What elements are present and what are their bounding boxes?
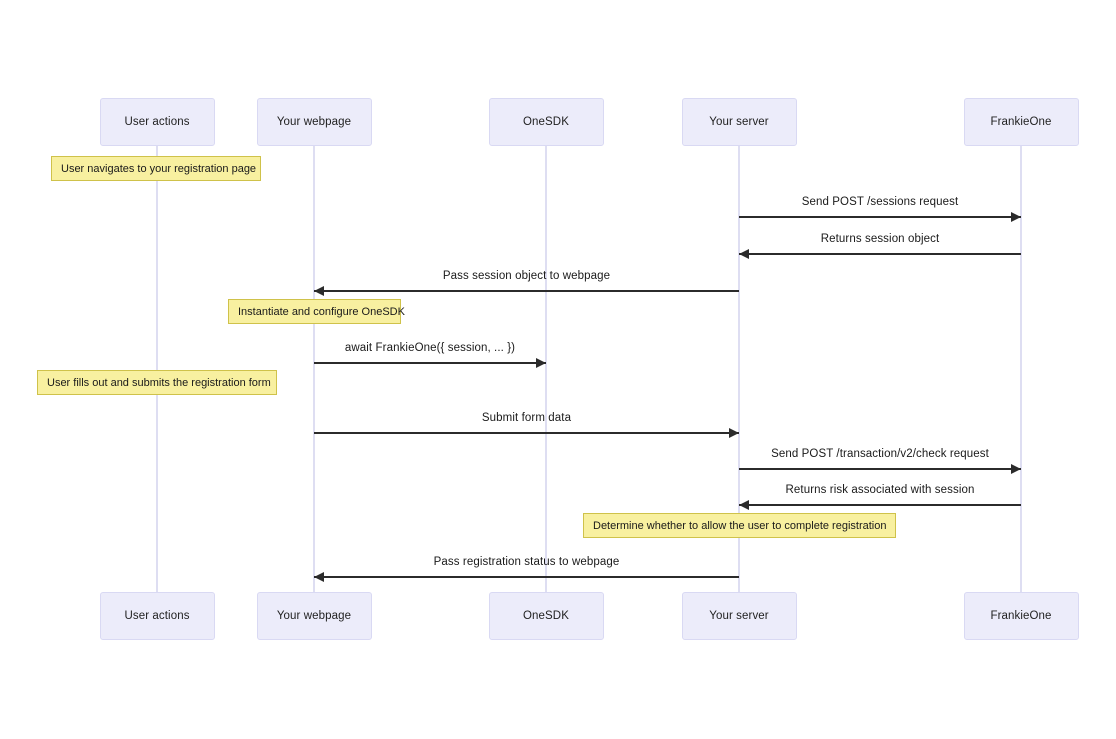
participant-label: User actions (124, 116, 190, 128)
message-line (739, 468, 1021, 470)
arrowhead-right-icon (729, 427, 739, 438)
participant-label: Your webpage (276, 610, 352, 622)
arrowhead-left-icon (314, 571, 324, 582)
participant-server-bottom[interactable]: Your server (681, 592, 797, 640)
message-label: Send POST /transaction/v2/check request (771, 448, 989, 460)
message-line (314, 290, 739, 292)
message-line (739, 216, 1021, 218)
message-label: Send POST /sessions request (801, 196, 959, 208)
lifeline-onesdk (545, 146, 547, 592)
note-4: Determine whether to allow the user to c… (583, 513, 896, 538)
participant-user-top[interactable]: User actions (99, 98, 215, 146)
note-text: Instantiate and configure OneSDK (238, 305, 405, 318)
participant-label: Your server (709, 610, 769, 622)
note-text: User navigates to your registration page (61, 162, 257, 175)
arrowhead-right-icon (1011, 463, 1021, 474)
participant-frankieone-bottom[interactable]: FrankieOne (963, 592, 1079, 640)
participant-webpage-top[interactable]: Your webpage (256, 98, 372, 146)
message-label: Pass registration status to webpage (433, 556, 620, 568)
message-line (739, 504, 1021, 506)
message-label: Returns risk associated with session (785, 484, 975, 496)
arrowhead-left-icon (739, 499, 749, 510)
participant-label: Your server (709, 116, 769, 128)
participant-label: Your webpage (276, 116, 352, 128)
note-text: Determine whether to allow the user to c… (593, 519, 887, 532)
message-line (739, 253, 1021, 255)
arrowhead-right-icon (536, 357, 546, 368)
note-3: User fills out and submits the registrat… (37, 370, 277, 395)
participant-webpage-bottom[interactable]: Your webpage (256, 592, 372, 640)
participant-onesdk-bottom[interactable]: OneSDK (488, 592, 604, 640)
lifeline-user (156, 146, 158, 592)
note-text: User fills out and submits the registrat… (47, 376, 271, 389)
participant-onesdk-top[interactable]: OneSDK (488, 98, 604, 146)
message-label: await FrankieOne({ session, ... }) (344, 342, 516, 354)
arrowhead-right-icon (1011, 211, 1021, 222)
participant-label: OneSDK (523, 610, 569, 622)
note-1: User navigates to your registration page (51, 156, 261, 181)
arrowhead-left-icon (314, 285, 324, 296)
message-label: Pass session object to webpage (442, 270, 611, 282)
lifeline-frankieone (1020, 146, 1022, 592)
message-line (314, 576, 739, 578)
arrowhead-left-icon (739, 248, 749, 259)
note-2: Instantiate and configure OneSDK (228, 299, 405, 324)
message-line (314, 432, 739, 434)
participant-user-bottom[interactable]: User actions (99, 592, 215, 640)
lifeline-webpage (313, 146, 315, 592)
lifeline-server (738, 146, 740, 592)
participant-label: FrankieOne (990, 610, 1052, 622)
message-label: Submit form data (481, 412, 572, 424)
participant-label: User actions (124, 610, 190, 622)
participant-label: FrankieOne (990, 116, 1052, 128)
message-label: Returns session object (820, 233, 940, 245)
participant-frankieone-top[interactable]: FrankieOne (963, 98, 1079, 146)
message-line (314, 362, 546, 364)
participant-label: OneSDK (523, 116, 569, 128)
participant-server-top[interactable]: Your server (681, 98, 797, 146)
